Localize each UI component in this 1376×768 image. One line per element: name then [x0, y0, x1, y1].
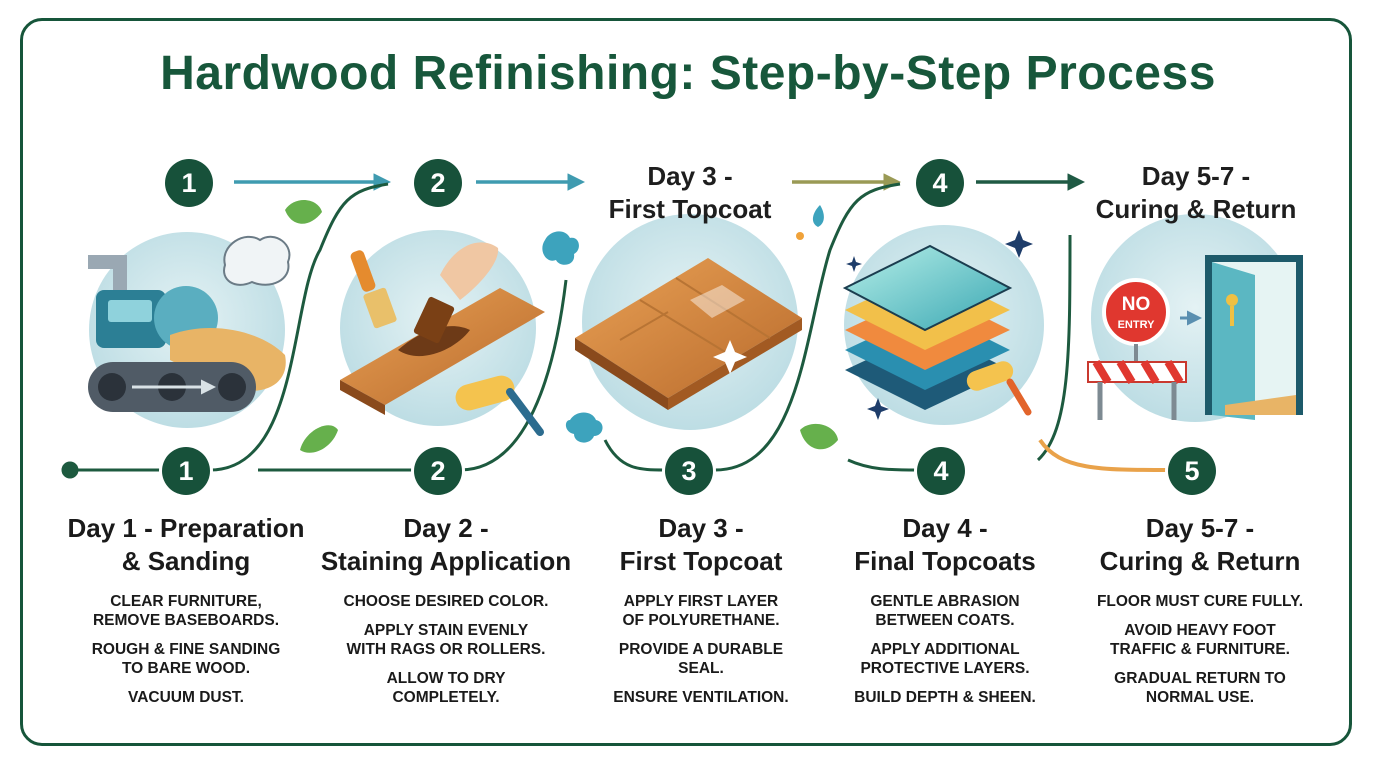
step-bullet: Gentle abrasion between coats. [870, 593, 1020, 629]
flow-curves [61, 182, 1169, 479]
curing-return-icon: NO ENTRY [1087, 214, 1303, 422]
top-badge-1: 1 [165, 159, 213, 207]
top-badge-2: 2 [414, 159, 462, 207]
step-bullet: Vacuum dust. [128, 689, 244, 706]
step-bullet: Apply additional protective layers. [860, 641, 1030, 677]
layered-topcoats-icon [842, 225, 1044, 425]
step-heading: Day 2 - Staining Application [320, 513, 572, 576]
step-bullet: Provide a durable seal. [618, 641, 784, 677]
step-heading: Day 5-7 - Curing & Return [1099, 513, 1301, 576]
step-badge-4: 4 [917, 447, 965, 495]
step-heading: Day 1 - Preparation & Sanding [67, 513, 305, 576]
step-badge-3: 3 [665, 447, 713, 495]
top-label-day3: Day 3 - First Topcoat [608, 161, 772, 224]
step-column-2: Day 2 - Staining Application Choose desi… [315, 512, 577, 717]
step-heading: Day 4 - Final Topcoats [854, 513, 1036, 576]
leaf-icons [285, 200, 838, 453]
glossy-floor-icon [542, 205, 824, 443]
step-badge-5: 5 [1168, 447, 1216, 495]
step-badge-1: 1 [162, 447, 210, 495]
step-bullet: Apply stain evenly with rags or rollers. [346, 622, 546, 658]
step-bullet: Floor must cure fully. [1096, 593, 1304, 610]
step-bullet: Allow to dry completely. [386, 670, 506, 706]
step-bullet: Clear furniture, remove baseboards. [92, 593, 280, 629]
sign-line2: ENTRY [1118, 319, 1156, 331]
staining-icon [340, 230, 545, 436]
step-bullet: Rough & fine sanding to bare wood. [91, 641, 281, 677]
top-label-day5-7: Day 5-7 - Curing & Return [1095, 161, 1297, 224]
step-heading: Day 3 - First Topcoat [619, 513, 783, 576]
sign-line1: NO [1122, 294, 1151, 315]
step-bullet: Ensure ventilation. [613, 689, 789, 706]
step-column-4: Day 4 - Final Topcoats Gentle abrasion b… [814, 512, 1076, 717]
step-column-3: Day 3 - First Topcoat Apply first layer … [570, 512, 832, 717]
top-badge-4: 4 [916, 159, 964, 207]
sanding-machine-icon [88, 232, 291, 428]
step-bullet: Build depth & sheen. [854, 689, 1036, 706]
step-bullet: Gradual return to normal use. [1114, 670, 1286, 706]
step-column-1: Day 1 - Preparation & Sanding Clear furn… [55, 512, 317, 717]
page-title: Hardwood Refinishing: Step-by-Step Proce… [160, 47, 1216, 100]
step-badge-2: 2 [414, 447, 462, 495]
step-bullet: Apply first layer of polyurethane. [622, 593, 780, 629]
step-bullet: Choose desired color. [343, 593, 549, 610]
step-bullet: Avoid heavy foot traffic & furniture. [1110, 622, 1290, 658]
step-column-5: Day 5-7 - Curing & Return Floor must cur… [1069, 512, 1331, 717]
